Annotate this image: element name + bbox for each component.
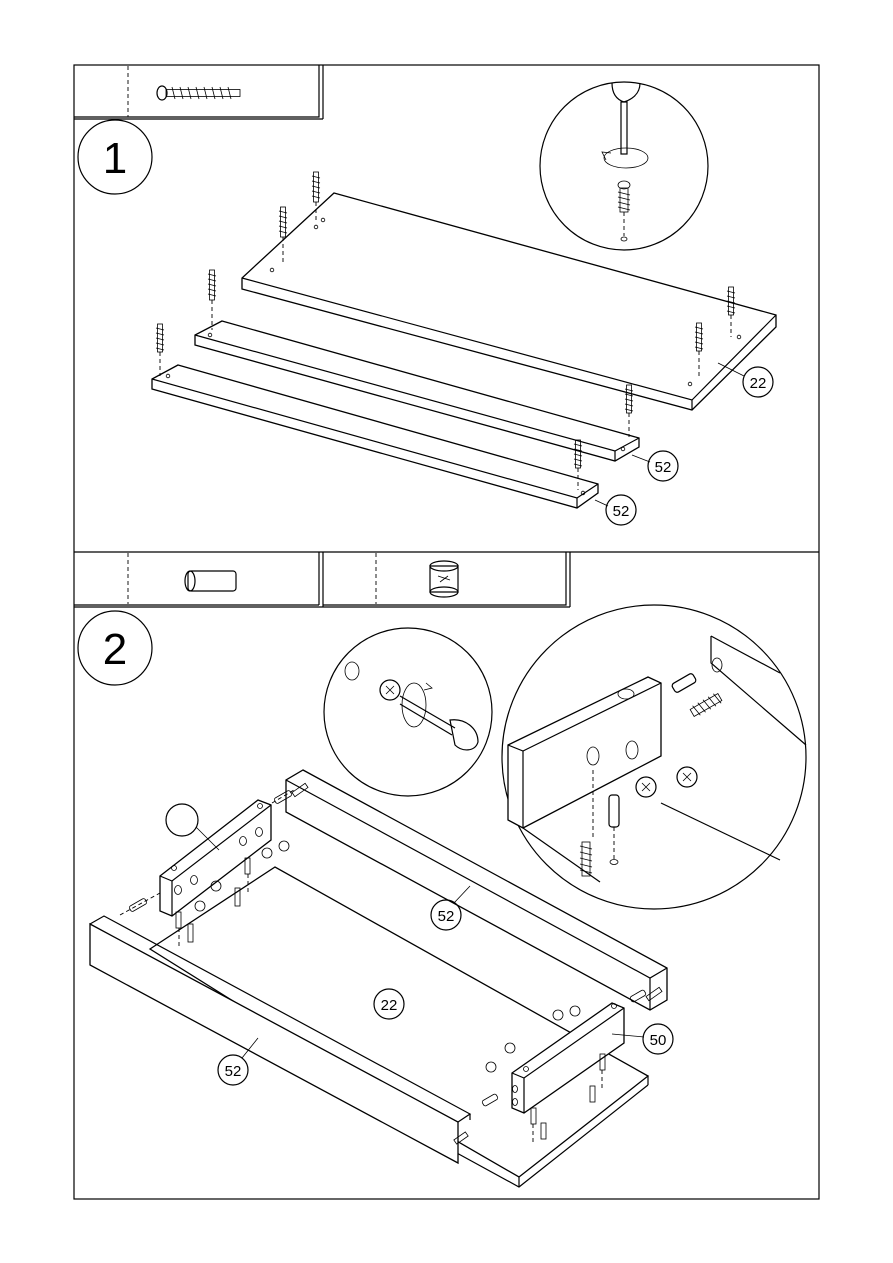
hardware-box-step2 — [74, 552, 570, 607]
hardware-box-step1 — [74, 65, 323, 119]
screw-icon — [157, 86, 240, 100]
detail-screwdriver-step1 — [540, 82, 708, 250]
detail-camlock-driver — [324, 628, 492, 796]
svg-text:52: 52 — [655, 459, 672, 476]
detail-dowel-cam — [502, 605, 806, 909]
svg-text:50: 50 — [650, 1032, 667, 1049]
step-1-badge: 1 — [78, 120, 152, 194]
svg-text:22: 22 — [381, 997, 398, 1014]
step-2-badge: 2 — [78, 611, 152, 685]
callout-part-52-upper: 52 — [632, 451, 678, 481]
svg-text:1: 1 — [103, 134, 127, 183]
svg-text:52: 52 — [613, 503, 630, 520]
svg-text:2: 2 — [103, 625, 127, 674]
svg-text:52: 52 — [438, 908, 455, 925]
svg-text:22: 22 — [750, 375, 767, 392]
dowel-icon — [185, 571, 236, 591]
cam-lock-icon — [430, 561, 458, 597]
svg-text:52: 52 — [225, 1063, 242, 1080]
callout-part-52-lower: 52 — [595, 495, 636, 525]
